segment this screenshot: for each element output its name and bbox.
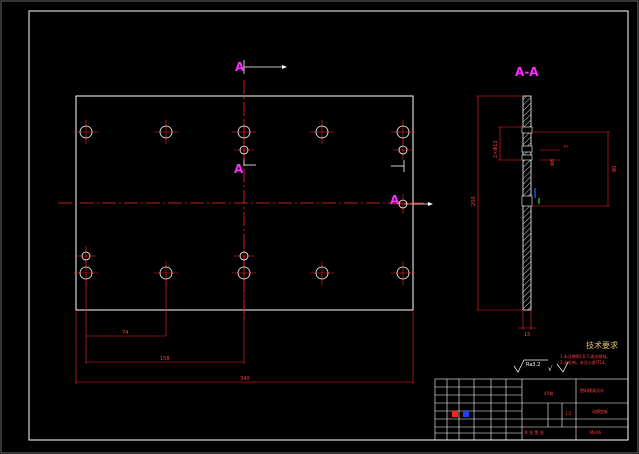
dim-side-small: 7 [564,145,570,148]
bolt-hole [154,261,178,285]
bolt-hole [310,261,334,285]
roughness-symbol [513,359,569,373]
tech-req-line-1: 1.未注倒角C0.5,锐边倒钝。 [560,353,610,359]
bolt-hole [74,120,98,144]
title-block-material: 45钢 [544,390,553,396]
title-block-drawing-no: MJ-06 [590,430,601,435]
title-block-scale: 1:2 [565,411,572,416]
dim-span-1: 74 [122,330,128,336]
bolt-hole [74,261,98,285]
title-block [434,378,629,441]
dim-span-total: 340 [240,376,250,382]
section-cut-mid: A [234,158,256,176]
section-marker-right: A [390,193,400,207]
section-view-title: A-A [515,65,539,79]
bolt-hole [391,261,415,285]
roughness-value: Ra3.2 [526,362,540,368]
dim-span-2: 158 [160,356,170,362]
bolt-hole [234,140,254,160]
bolt-hole [310,120,334,144]
tech-req-line-2: 2.去毛刺。未注公差IT14。 [560,359,609,365]
dim-hole-dia-1: 2×Φ12 [493,140,499,158]
section-marker-mid: A [234,162,244,176]
title-block-drawing-name: 动模垫板 [592,408,608,414]
dim-side-height: 80 [612,166,618,172]
roughness-suffix: √ [548,365,553,373]
dim-thickness: 15 [524,332,530,338]
section-view [476,95,610,330]
title-block-company: 塑料模具设计 [580,387,604,393]
bolt-hole [393,140,413,160]
bottom-dimensions [75,282,414,384]
title-block-marker-blue [463,411,469,417]
bolt-hole [232,261,256,285]
section-marker-top: A [235,60,245,74]
section-cut-right: A [390,160,433,207]
tech-req-title: 技术要求 [586,340,618,350]
section-cut-top: A [235,60,287,74]
drawing-frame [28,10,629,441]
dim-height-total: 200 [471,196,477,206]
title-block-sheet: 共 张 第 张 [524,429,544,435]
hole-pattern [74,120,415,285]
title-block-marker-red [452,411,458,417]
bolt-hole [393,194,413,214]
dim-hole-dia-2: Φ8 [550,159,556,166]
bolt-hole [154,120,178,144]
